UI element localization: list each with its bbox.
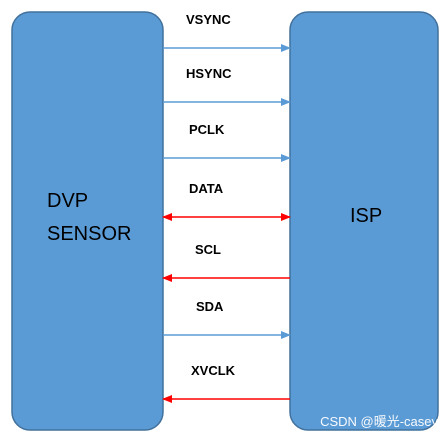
signal-hsync: HSYNC [163,66,291,106]
dvp-sensor-label-line2: SENSOR [47,223,131,245]
signal-xvclk: XVCLK [162,363,290,403]
signal-label-hsync: HSYNC [186,66,232,81]
signal-label-xvclk: XVCLK [191,363,236,378]
signal-label-vsync: VSYNC [186,12,231,27]
watermark: CSDN @暖光-casey [320,414,438,429]
signal-label-data: DATA [189,181,224,196]
signal-data: DATA [162,181,291,221]
dvp-sensor-label-line1: DVP [47,190,88,212]
signal-scl: SCL [162,242,290,282]
dvp-sensor-block: DVP SENSOR [11,11,164,431]
signal-label-sda: SDA [196,299,224,314]
isp-block: ISP [289,11,439,431]
signal-pclk: PCLK [163,122,291,162]
isp-label: ISP [350,205,382,227]
signal-vsync: VSYNC [163,12,291,52]
signal-label-scl: SCL [195,242,221,257]
signal-label-pclk: PCLK [189,122,225,137]
signals-layer: VSYNC HSYNC PCLK DATA SCL SDA XVCLK [162,12,291,403]
signal-sda: SDA [163,299,291,339]
